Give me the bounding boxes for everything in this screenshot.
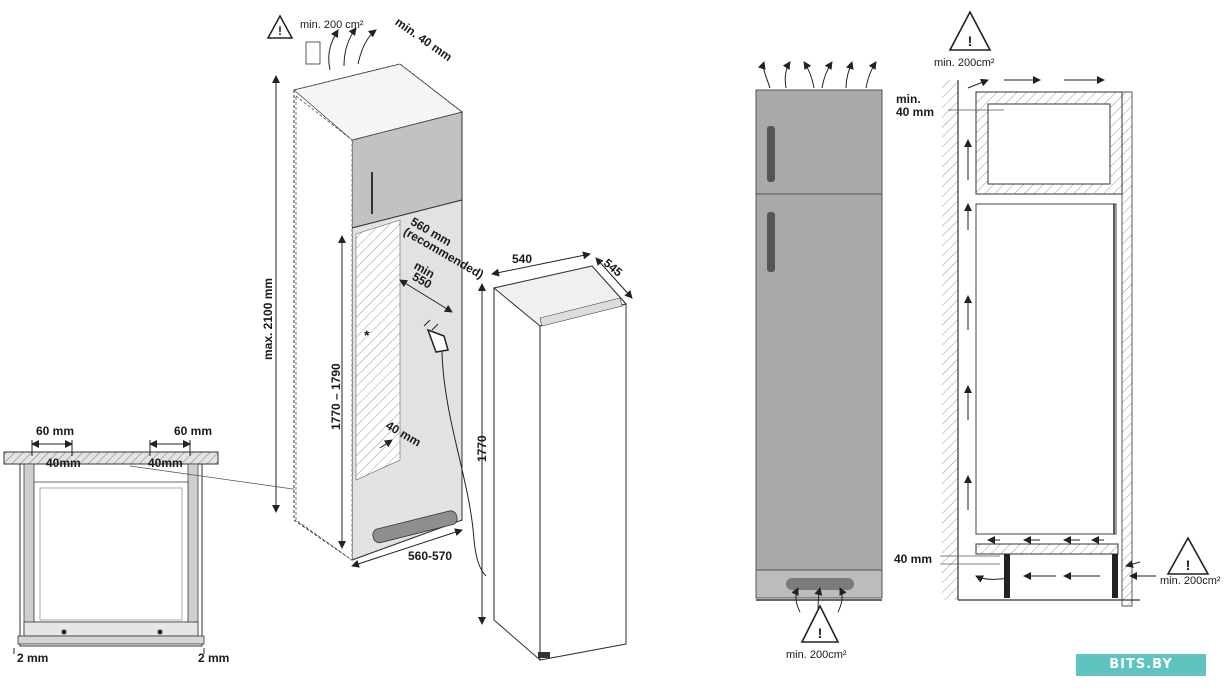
svg-text:!: ! <box>1186 557 1191 573</box>
gap-top-b: 40 mm <box>896 105 934 119</box>
gap-top-label: min. 40 mm <box>393 15 455 64</box>
warning-triangle-icon: ! <box>1166 536 1210 575</box>
svg-text:!: ! <box>818 625 823 641</box>
warning-triangle-icon: ! <box>800 604 840 643</box>
appliance-width-label: 540 <box>512 252 532 266</box>
niche-height-label: 1770 – 1790 <box>329 363 343 430</box>
appliance-depth-label: 545 <box>601 256 626 280</box>
cabinet-section: ! min. 200 cm² min. 40 mm max. 2100 mm 1… <box>261 14 487 577</box>
appliance-height-label: 1770 <box>475 435 489 462</box>
airflow-bottom-label: min. 200cm² <box>786 649 847 661</box>
asterisk-mark: * <box>364 327 370 343</box>
gap-top-a: min. <box>896 92 921 106</box>
bottom-left-label: 2 mm <box>17 651 48 665</box>
warning-triangle-icon: ! <box>948 10 992 51</box>
svg-text:!: ! <box>278 24 282 38</box>
svg-text:!: ! <box>968 33 973 49</box>
bottom-right-label: 2 mm <box>198 651 229 665</box>
warning-triangle-icon: ! <box>266 14 294 39</box>
gap-bottom-label: 40 mm <box>894 552 932 566</box>
watermark-badge: BITS.BY <box>1076 654 1206 676</box>
power-plug-icon <box>423 319 449 353</box>
gap-right-label: 60 mm <box>174 424 212 438</box>
gap-left-label: 60 mm <box>36 424 74 438</box>
airflow-top-label: min. 200cm² <box>934 57 995 69</box>
vent-top-label: min. 200 cm² <box>300 19 364 31</box>
front-view-section: ! min. 200cm² <box>755 61 883 661</box>
side-section: min. 40 mm 40 mm ! min. 200cm² ! min. 20… <box>894 10 1221 607</box>
height-max-label: max. 2100 mm <box>261 278 275 360</box>
appliance-section: 1770 540 545 <box>475 251 633 661</box>
top-view-section: 60 mm 60 mm 40mm 40mm 2 mm 2 mm <box>3 424 301 665</box>
inner-right-label: 40mm <box>148 456 183 470</box>
inner-left-label: 40mm <box>46 456 81 470</box>
cabinet-width-label: 560-570 <box>408 549 452 563</box>
airflow-right-label: min. 200cm² <box>1160 575 1221 587</box>
